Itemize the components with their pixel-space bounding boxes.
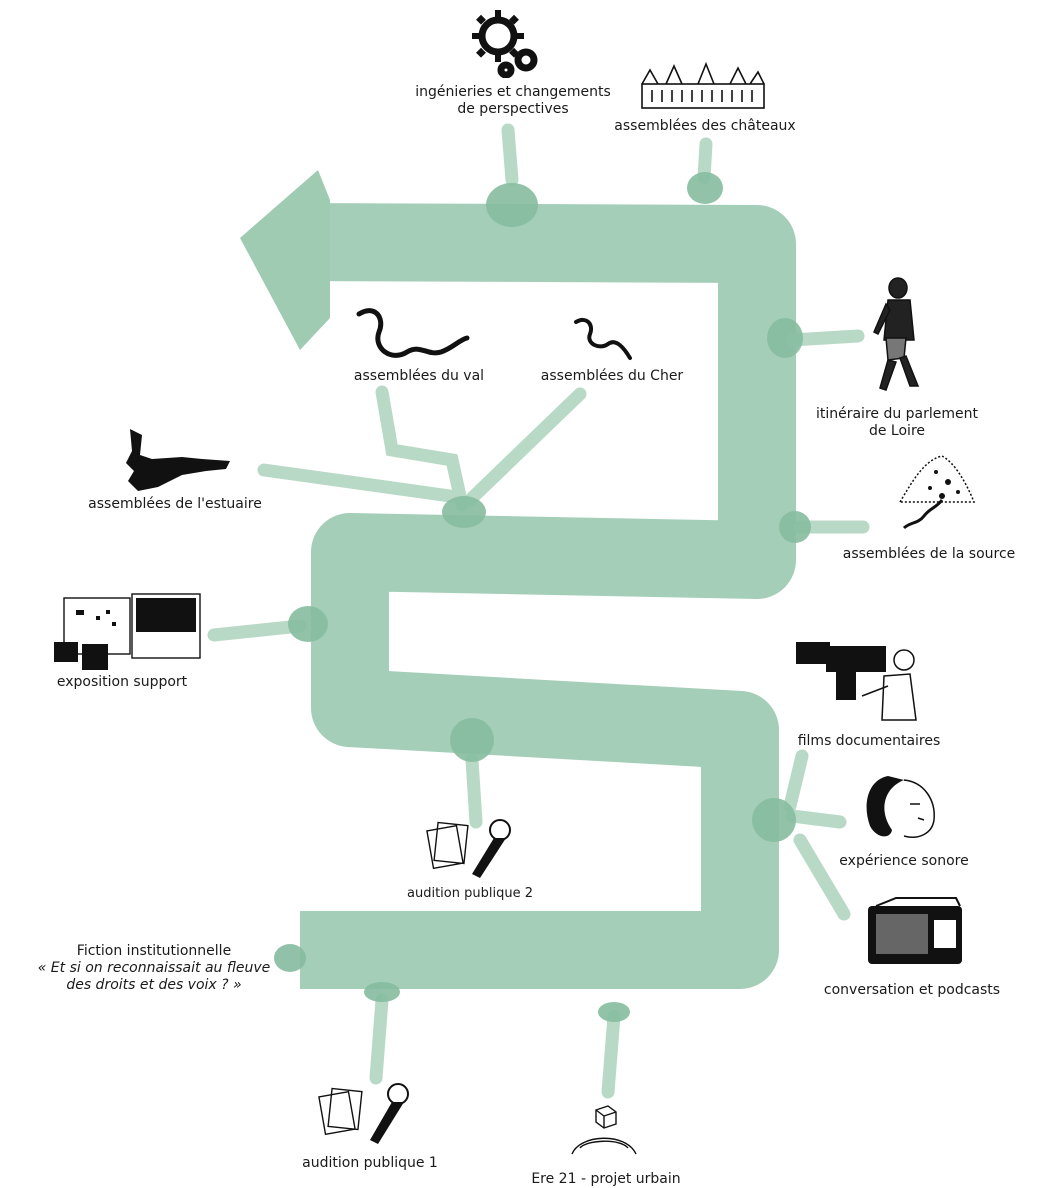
label-fiction-line1: Fiction institutionnelle [76, 943, 232, 959]
gears-icon [472, 10, 538, 78]
label-ere21: Ere 21 - projet urbain [531, 1171, 681, 1187]
label-films: films documentaires [797, 733, 941, 749]
label-audition2: audition publique 2 [407, 886, 533, 901]
microphone-icon [318, 1083, 409, 1144]
squiggle-icon [356, 308, 470, 358]
label-exposition: exposition support [56, 674, 188, 690]
connectors [207, 123, 870, 1099]
urban-model-icon [571, 1105, 637, 1155]
label-cher: assemblées du Cher [540, 368, 684, 384]
label-audition1: audition publique 1 [302, 1155, 438, 1171]
label-estuaire: assemblées de l'estuaire [88, 496, 262, 512]
label-itineraire-line1: itinéraire du parlement [815, 406, 979, 422]
estuary-icon [126, 429, 230, 491]
walker-icon [873, 277, 920, 391]
label-fiction-line2: « Et si on reconnaissait au fleuve [37, 960, 271, 976]
label-chateaux: assemblées des châteaux [614, 118, 796, 134]
label-conversation: conversation et podcasts [823, 982, 1001, 998]
microphone-icon [426, 819, 511, 878]
listening-face-icon [866, 776, 935, 838]
exhibition-icon [54, 593, 201, 670]
label-ingenieries-line2: de perspectives [457, 101, 569, 117]
camera-operator-icon [796, 642, 917, 721]
castle-icon [641, 61, 765, 109]
path-arrowhead [240, 170, 330, 350]
label-fiction-line3: des droits et des voix ? » [66, 977, 242, 993]
label-itineraire: itinéraire du parlement de Loire [792, 406, 1002, 440]
connector-blobs [274, 172, 811, 1022]
label-fiction: Fiction institutionnelle « Et si on reco… [34, 943, 274, 994]
main-path [299, 203, 796, 989]
label-sonore: expérience sonore [839, 853, 969, 869]
label-ingenieries-line1: ingénieries et changements [415, 84, 611, 100]
mountain-source-icon [898, 455, 976, 530]
label-source: assemblées de la source [842, 546, 1016, 562]
radio-icon [868, 897, 962, 964]
label-ingenieries: ingénieries et changements de perspectiv… [398, 84, 628, 118]
label-itineraire-line2: de Loire [868, 423, 926, 439]
label-val: assemblées du val [353, 368, 485, 384]
squiggle-icon [574, 317, 632, 360]
